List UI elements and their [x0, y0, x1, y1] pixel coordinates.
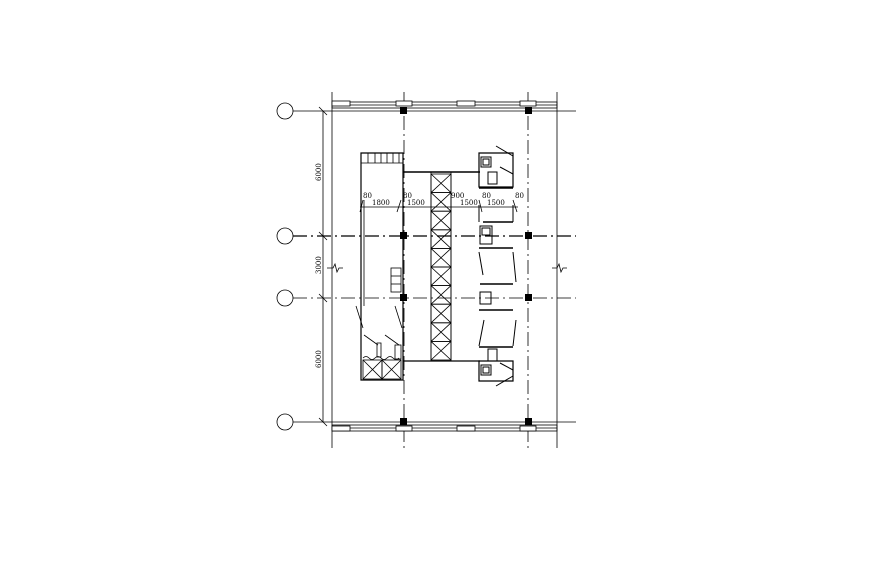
- right-room-stack: [478, 145, 517, 387]
- dim-text-v1: 6000: [315, 163, 323, 181]
- shaft-cross: [430, 322, 452, 342]
- shaft-cross: [430, 285, 452, 305]
- shaft-cross: [430, 303, 452, 324]
- shaft-cross: [430, 192, 452, 212]
- dim-text-v3: 6000: [315, 350, 323, 368]
- dim-text-span-d: 1500: [460, 199, 478, 207]
- dim-text-span-b: 1500: [407, 199, 425, 207]
- shaft-cross: [430, 266, 452, 286]
- grid-bubble-c: [276, 289, 294, 307]
- dim-text-span-a: 1800: [372, 199, 390, 207]
- dim-text-wall-c: 80: [482, 192, 491, 200]
- shaft-cross: [430, 248, 452, 268]
- shaft-cross: [430, 341, 452, 361]
- break-mark-right: [552, 262, 567, 274]
- top-window-band: [331, 100, 558, 109]
- left-core-room: [355, 152, 404, 381]
- shaft-cross: [430, 229, 452, 249]
- break-mark-left: [327, 262, 343, 274]
- dim-text-wall-b: 80: [403, 192, 412, 200]
- grid-bubble-d: [276, 413, 294, 431]
- structural-columns: [400, 107, 532, 425]
- dim-text-span-c: 900: [451, 192, 464, 200]
- grid-bubble-a: [276, 102, 294, 120]
- left-lift-shafts: [362, 359, 402, 380]
- dim-text-v2: 3000: [315, 256, 323, 274]
- door-swings: [359, 199, 518, 213]
- dim-text-wall-a: 80: [363, 192, 372, 200]
- grid-bubble-b: [276, 227, 294, 245]
- dim-text-span-e: 1500: [487, 199, 505, 207]
- bottom-window-band: [331, 424, 558, 432]
- dim-text-wall-d: 80: [515, 192, 524, 200]
- shaft-cross: [430, 210, 452, 231]
- shaft-cell: [430, 340, 452, 361]
- central-shaft-stack: [430, 173, 452, 361]
- shaft-cross: [430, 173, 452, 193]
